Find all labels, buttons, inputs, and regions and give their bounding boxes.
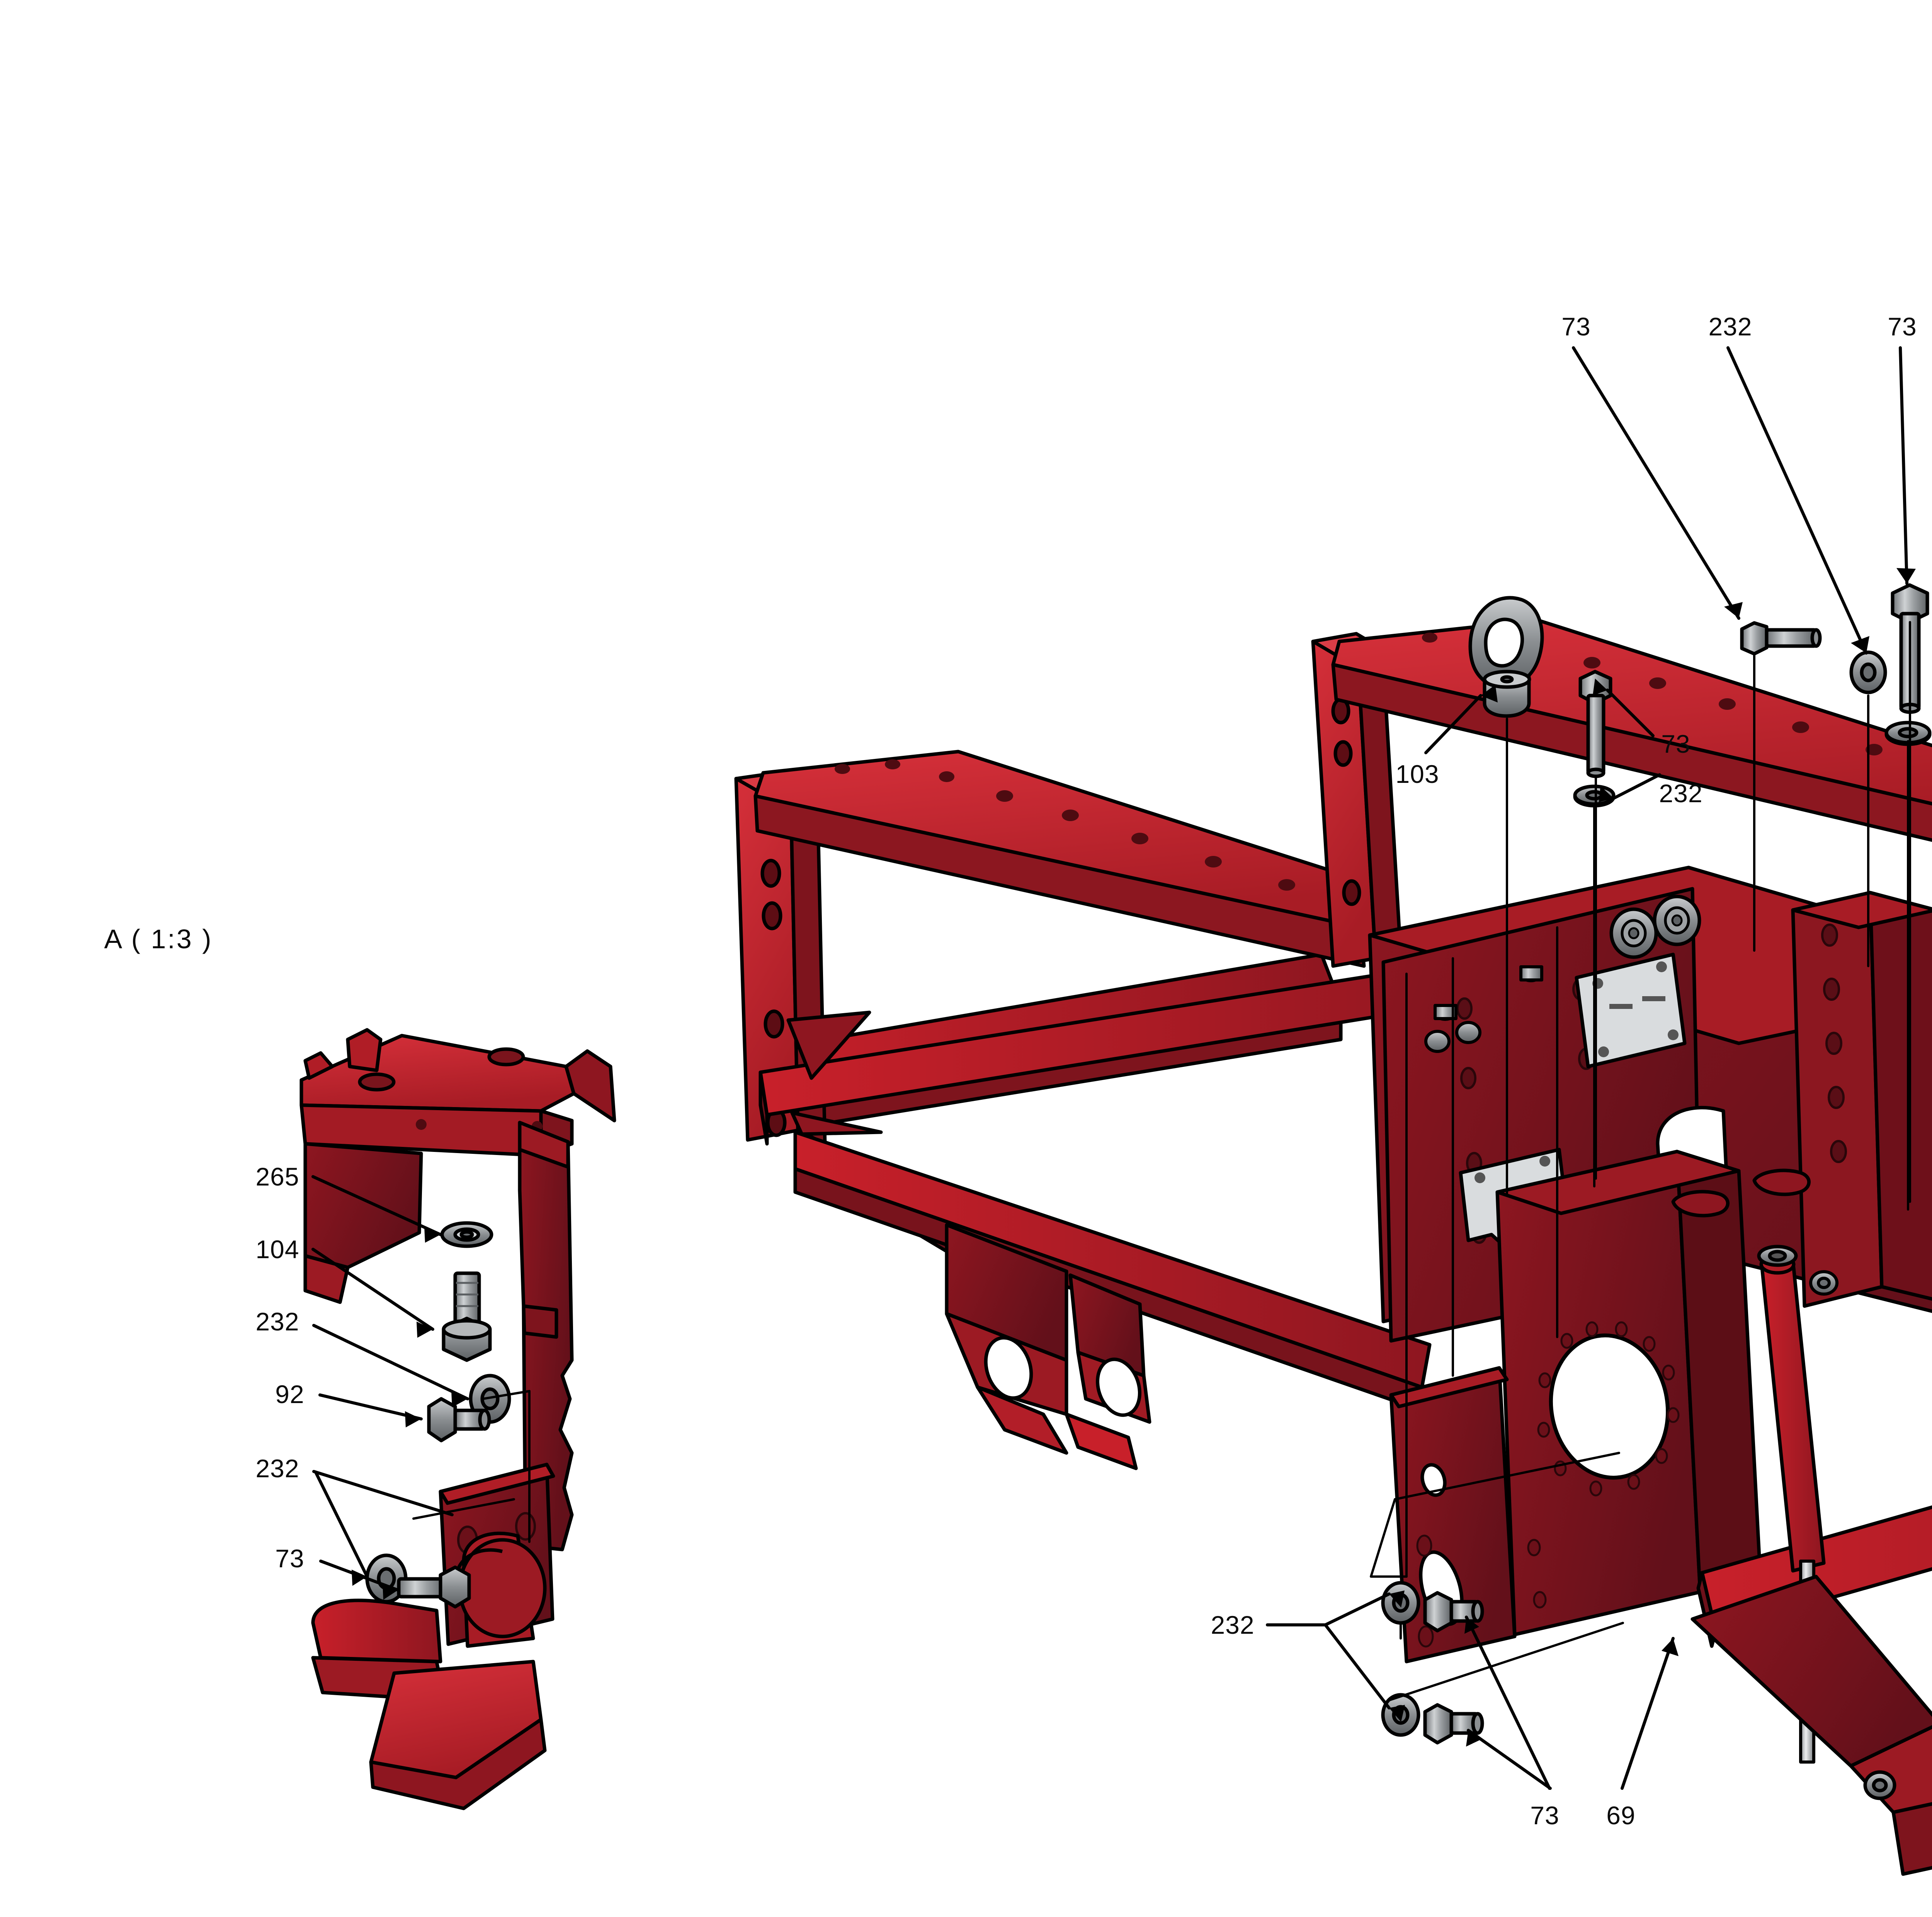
main-frame-assembly xyxy=(734,618,1932,1876)
leader-103b xyxy=(1424,694,1482,754)
washer-232a xyxy=(1849,650,1887,694)
callout-69: 69 xyxy=(1606,1801,1636,1830)
hex-bolt-92 xyxy=(427,1397,491,1442)
callout-232-top: 232 xyxy=(1708,312,1752,341)
leader-232-bottom-b xyxy=(1324,1623,1391,1709)
leader-73-bottom-a xyxy=(1465,1616,1551,1790)
hex-bolt-73-detail xyxy=(397,1565,471,1609)
leader-92 xyxy=(318,1393,423,1420)
washer-265 xyxy=(440,1221,493,1248)
callout-232-loop: 232 xyxy=(1659,779,1703,808)
hex-bolt-bottom-b xyxy=(1423,1703,1484,1745)
leader-232a xyxy=(1726,346,1868,655)
leader-104 xyxy=(311,1248,434,1331)
callout-73-loop: 73 xyxy=(1661,730,1690,758)
callout-104: 104 xyxy=(255,1235,299,1264)
callout-73-bottom: 73 xyxy=(1530,1801,1560,1830)
callout-232-detail-a: 232 xyxy=(255,1307,299,1336)
callout-73-top-a: 73 xyxy=(1561,312,1591,341)
leader-73-bottom-b xyxy=(1467,1729,1552,1790)
leader-232-bottom-a xyxy=(1324,1592,1391,1626)
leader-232-detail-b xyxy=(315,1471,369,1578)
leader-232-detail-c xyxy=(312,1470,454,1516)
leader-73b xyxy=(1899,346,1908,585)
hex-bolt-73c xyxy=(1578,670,1612,778)
callout-73-detail: 73 xyxy=(275,1544,304,1573)
eye-nut-103b xyxy=(1468,596,1544,718)
callout-232-detail-b: 232 xyxy=(255,1454,299,1483)
exploded-hardware-bottom xyxy=(1381,1581,1484,1745)
leader-73c xyxy=(1606,689,1655,737)
leader-69 xyxy=(1621,1637,1675,1790)
leader-232-detail-a xyxy=(312,1324,469,1400)
callout-103-loop: 103 xyxy=(1395,760,1439,788)
callout-265: 265 xyxy=(255,1162,299,1191)
callout-73-top-b: 73 xyxy=(1888,312,1917,341)
callout-232-bottom: 232 xyxy=(1211,1611,1255,1639)
hex-bolt-73a xyxy=(1740,621,1822,656)
leader-232c xyxy=(1612,773,1661,800)
hex-bolt-bottom-a xyxy=(1423,1591,1484,1633)
leader-265 xyxy=(311,1175,442,1236)
leader-73a xyxy=(1572,346,1740,620)
hex-bolt-104 xyxy=(442,1271,492,1362)
detail-view-a xyxy=(299,1028,616,1810)
callout-92: 92 xyxy=(275,1380,304,1408)
leader-lines xyxy=(311,346,1911,1790)
washer-232b xyxy=(1884,721,1932,746)
hex-bolt-73b xyxy=(1891,583,1929,714)
leader-arrowheads xyxy=(352,568,1916,1747)
detail-view-title: A ( 1:3 ) xyxy=(104,924,213,954)
exploded-hardware-top xyxy=(1740,583,1932,746)
